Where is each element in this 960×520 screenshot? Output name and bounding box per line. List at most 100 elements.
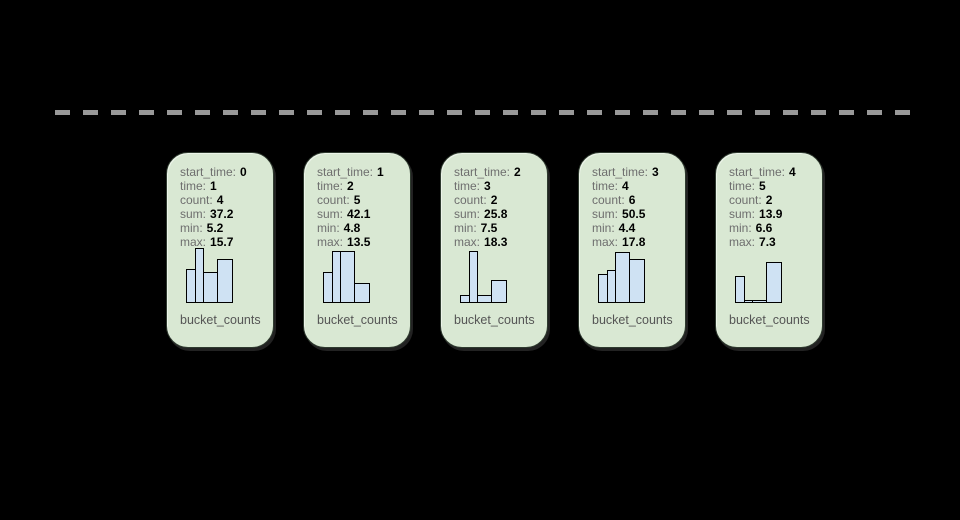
metric-window-card-4: start_time:3 time:4 count:6 sum:50.5 min…	[578, 152, 686, 348]
field-row: min:6.6	[729, 221, 816, 235]
field-value: 4	[216, 193, 224, 207]
field-value: 7.5	[480, 221, 498, 235]
field-key: time:	[592, 179, 619, 193]
field-key: start_time:	[729, 165, 786, 179]
field-key: time:	[729, 179, 756, 193]
bucket-counts-histogram	[735, 247, 782, 303]
field-value: 15.7	[210, 235, 234, 249]
field-row: sum:13.9	[729, 207, 816, 221]
field-value: 7.3	[759, 235, 776, 249]
field-key: min:	[729, 221, 752, 235]
bucket-counts-label: bucket_counts	[454, 313, 535, 327]
field-row: time:5	[729, 179, 816, 193]
histogram-bar	[477, 295, 492, 303]
field-key: count:	[180, 193, 213, 207]
field-key: sum:	[180, 207, 207, 221]
field-row: count:4	[180, 193, 267, 207]
field-row: min:4.8	[317, 221, 404, 235]
field-row: count:2	[454, 193, 541, 207]
metric-window-card-5: start_time:4 time:5 count:2 sum:13.9 min…	[715, 152, 823, 348]
metric-fields: start_time:2 time:3 count:2 sum:25.8 min…	[454, 165, 541, 249]
histogram-bar	[340, 251, 355, 303]
histogram-bar	[752, 300, 767, 303]
field-value: 42.1	[347, 207, 371, 221]
field-key: max:	[592, 235, 619, 249]
metric-fields: start_time:4 time:5 count:2 sum:13.9 min…	[729, 165, 816, 249]
timeline-dashed-line	[55, 110, 913, 115]
metric-fields: start_time:3 time:4 count:6 sum:50.5 min…	[592, 165, 679, 249]
field-key: max:	[454, 235, 481, 249]
histogram-bar	[491, 280, 507, 303]
field-key: min:	[317, 221, 340, 235]
field-value: 2	[765, 193, 773, 207]
field-row: sum:50.5	[592, 207, 679, 221]
field-key: sum:	[317, 207, 344, 221]
field-row: count:2	[729, 193, 816, 207]
bucket-counts-histogram	[323, 247, 370, 303]
field-key: count:	[454, 193, 487, 207]
histogram-bar	[217, 259, 233, 303]
field-value: 25.8	[484, 207, 508, 221]
histogram-bar	[469, 251, 478, 303]
field-key: start_time:	[317, 165, 374, 179]
field-row: max:13.5	[317, 235, 404, 249]
field-key: sum:	[454, 207, 481, 221]
field-value: 3	[484, 179, 491, 193]
field-row: max:15.7	[180, 235, 267, 249]
field-row: max:17.8	[592, 235, 679, 249]
field-value: 18.3	[484, 235, 508, 249]
field-value: 50.5	[622, 207, 646, 221]
histogram-bar	[766, 262, 782, 303]
histogram-bar	[629, 259, 645, 303]
field-value: 5	[353, 193, 361, 207]
histogram-bar	[354, 283, 370, 303]
field-key: min:	[454, 221, 477, 235]
field-key: time:	[454, 179, 481, 193]
field-row: start_time:2	[454, 165, 541, 179]
field-value: 13.9	[759, 207, 783, 221]
field-row: max:18.3	[454, 235, 541, 249]
metric-window-card-1: start_time:0 time:1 count:4 sum:37.2 min…	[166, 152, 274, 348]
bucket-counts-label: bucket_counts	[180, 313, 261, 327]
field-row: time:2	[317, 179, 404, 193]
field-key: max:	[180, 235, 207, 249]
field-key: max:	[317, 235, 344, 249]
field-row: min:5.2	[180, 221, 267, 235]
metric-window-card-3: start_time:2 time:3 count:2 sum:25.8 min…	[440, 152, 548, 348]
field-value: 2	[347, 179, 354, 193]
bucket-counts-label: bucket_counts	[729, 313, 810, 327]
field-value: 4	[622, 179, 629, 193]
histogram-bar	[735, 276, 745, 303]
field-row: sum:25.8	[454, 207, 541, 221]
field-key: sum:	[729, 207, 756, 221]
field-row: min:4.4	[592, 221, 679, 235]
field-row: start_time:1	[317, 165, 404, 179]
field-value: 17.8	[622, 235, 646, 249]
bucket-counts-label: bucket_counts	[317, 313, 398, 327]
field-key: count:	[729, 193, 762, 207]
field-key: sum:	[592, 207, 619, 221]
field-key: time:	[180, 179, 207, 193]
field-row: time:3	[454, 179, 541, 193]
bucket-counts-histogram	[460, 247, 507, 303]
field-key: count:	[317, 193, 350, 207]
field-key: count:	[592, 193, 625, 207]
field-value: 3	[652, 165, 659, 179]
field-value: 13.5	[347, 235, 371, 249]
field-row: start_time:3	[592, 165, 679, 179]
field-value: 37.2	[210, 207, 234, 221]
field-row: min:7.5	[454, 221, 541, 235]
field-row: sum:42.1	[317, 207, 404, 221]
bucket-counts-label: bucket_counts	[592, 313, 673, 327]
field-value: 2	[490, 193, 498, 207]
histogram-bar	[203, 272, 218, 303]
field-row: sum:37.2	[180, 207, 267, 221]
field-value: 4.8	[343, 221, 361, 235]
field-value: 2	[514, 165, 521, 179]
field-key: start_time:	[592, 165, 649, 179]
metric-fields: start_time:1 time:2 count:5 sum:42.1 min…	[317, 165, 404, 249]
field-key: max:	[729, 235, 756, 249]
field-row: count:5	[317, 193, 404, 207]
field-row: max:7.3	[729, 235, 816, 249]
field-value: 1	[377, 165, 384, 179]
